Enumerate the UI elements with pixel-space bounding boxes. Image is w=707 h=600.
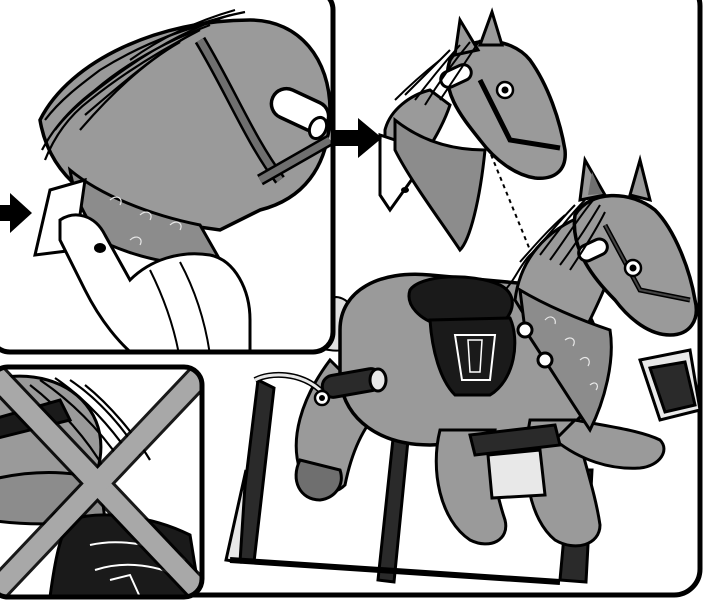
right-arrow <box>332 118 382 158</box>
closeup-panel <box>0 0 334 360</box>
detached-head <box>380 12 565 250</box>
incorrect-panel <box>0 367 205 597</box>
